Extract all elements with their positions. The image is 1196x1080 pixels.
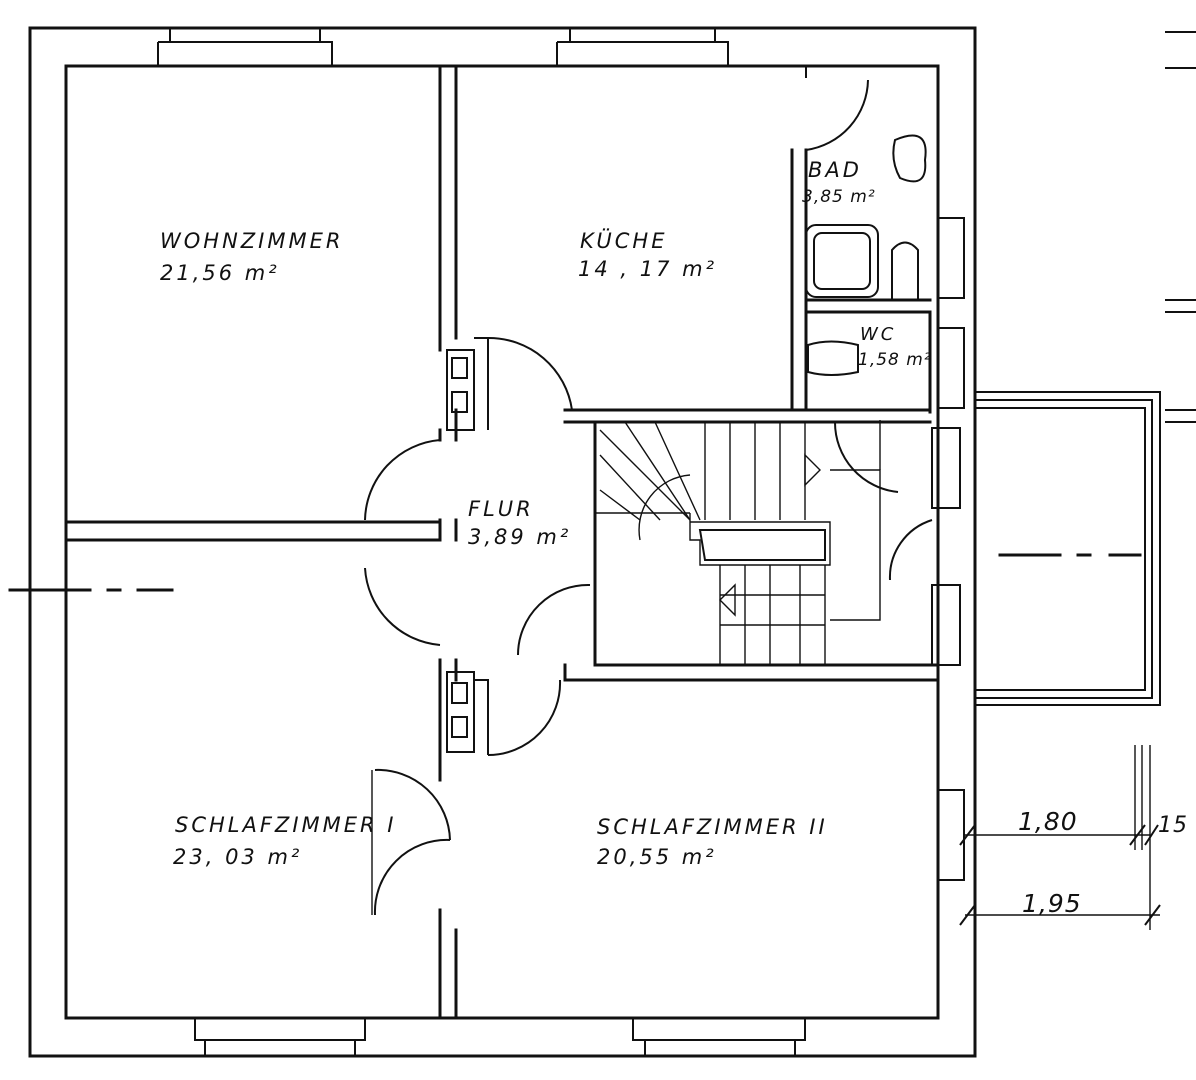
balcony: [974, 391, 1161, 706]
room-area-kueche: 14 , 17 m²: [578, 257, 717, 281]
bathroom-fixtures: [805, 134, 927, 376]
room-name-wohnzimmer: WOHNZIMMER: [160, 229, 343, 253]
dimension-balcony-rail: 15: [1158, 813, 1188, 838]
room-area-flur: 3,89 m²: [468, 525, 571, 549]
section-markers: [8, 31, 1196, 592]
room-area-wc: 1,58 m²: [858, 350, 932, 370]
staircase: [595, 420, 881, 665]
room-name-wc: WC: [860, 324, 896, 345]
room-area-wohnzimmer: 21,56 m²: [160, 261, 280, 285]
dimension-balcony-inner: 1,80: [1018, 807, 1078, 836]
room-name-bad: BAD: [808, 158, 862, 182]
windows: [157, 27, 965, 1057]
room-area-bad: 3,85 m²: [802, 187, 876, 207]
room-name-flur: FLUR: [468, 497, 534, 521]
room-name-schlafzimmer-1: SCHLAFZIMMER I: [175, 813, 396, 837]
dimension-balcony-outer: 1,95: [1022, 889, 1082, 918]
room-area-schlafzimmer-2: 20,55 m²: [597, 845, 717, 869]
dimension-lines: [959, 745, 1161, 930]
room-name-kueche: KÜCHE: [580, 228, 668, 253]
room-name-schlafzimmer-2: SCHLAFZIMMER II: [597, 815, 828, 839]
room-area-schlafzimmer-1: 23, 03 m²: [173, 845, 302, 869]
